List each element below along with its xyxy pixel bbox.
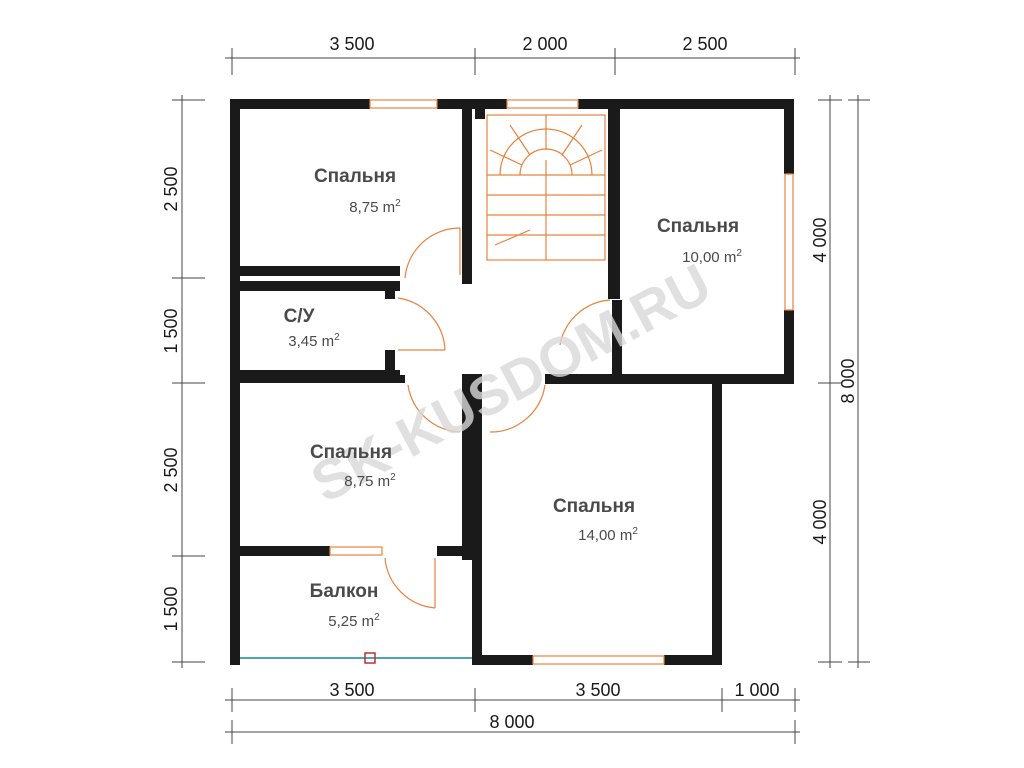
walls [230,99,794,665]
dim-top-1: 3 500 [329,34,374,54]
room-labels: Спальня 8,75 m2 С/У 3,45 m2 Спальня 8,75… [284,166,743,630]
room-name-bedroom-3: Спальня [310,442,392,463]
room-name-bedroom-4: Спальня [553,496,635,517]
dimension-labels: 3 500 2 000 2 500 3 500 3 500 1 000 8 00… [161,34,858,732]
window-bottom-right [532,655,665,665]
room-name-bathroom: С/У [284,306,315,327]
room-area-bedroom-3: 8,75 m2 [344,472,396,490]
window-top-stair [506,99,579,109]
dim-right-1: 4 000 [810,217,830,262]
dim-left-4: 1 500 [161,586,181,631]
room-area-bathroom: 3,45 m2 [288,332,340,350]
doors [384,227,611,609]
room-area-bedroom-2: 10,00 m2 [682,248,742,266]
room-area-bedroom-4: 14,00 m2 [578,526,638,544]
room-name-balcony: Балкон [310,581,379,602]
dim-bottom-3: 1 000 [734,680,779,700]
dim-left-3: 2 500 [161,447,181,492]
windows [329,99,794,665]
room-name-bedroom-1: Спальня [314,166,396,187]
dim-right-total: 8 000 [838,358,858,403]
window-top-left [369,99,438,109]
dimension-lines [172,48,870,744]
dim-left-1: 2 500 [161,166,181,211]
dim-left-2: 1 500 [161,308,181,353]
dim-bottom-2: 3 500 [575,680,620,700]
room-area-balcony: 5,25 m2 [328,612,380,630]
dim-bottom-total: 8 000 [489,712,534,732]
dim-right-2: 4 000 [810,499,830,544]
room-area-bedroom-1: 8,75 m2 [349,198,401,216]
dim-bottom-1: 3 500 [329,680,374,700]
room-name-bedroom-2: Спальня [657,216,739,237]
window-balcony-door [329,546,383,556]
staircase [486,114,606,261]
dim-top-2: 2 000 [522,34,567,54]
balcony-railing [240,652,472,664]
window-right [784,173,794,311]
dim-top-3: 2 500 [682,34,727,54]
